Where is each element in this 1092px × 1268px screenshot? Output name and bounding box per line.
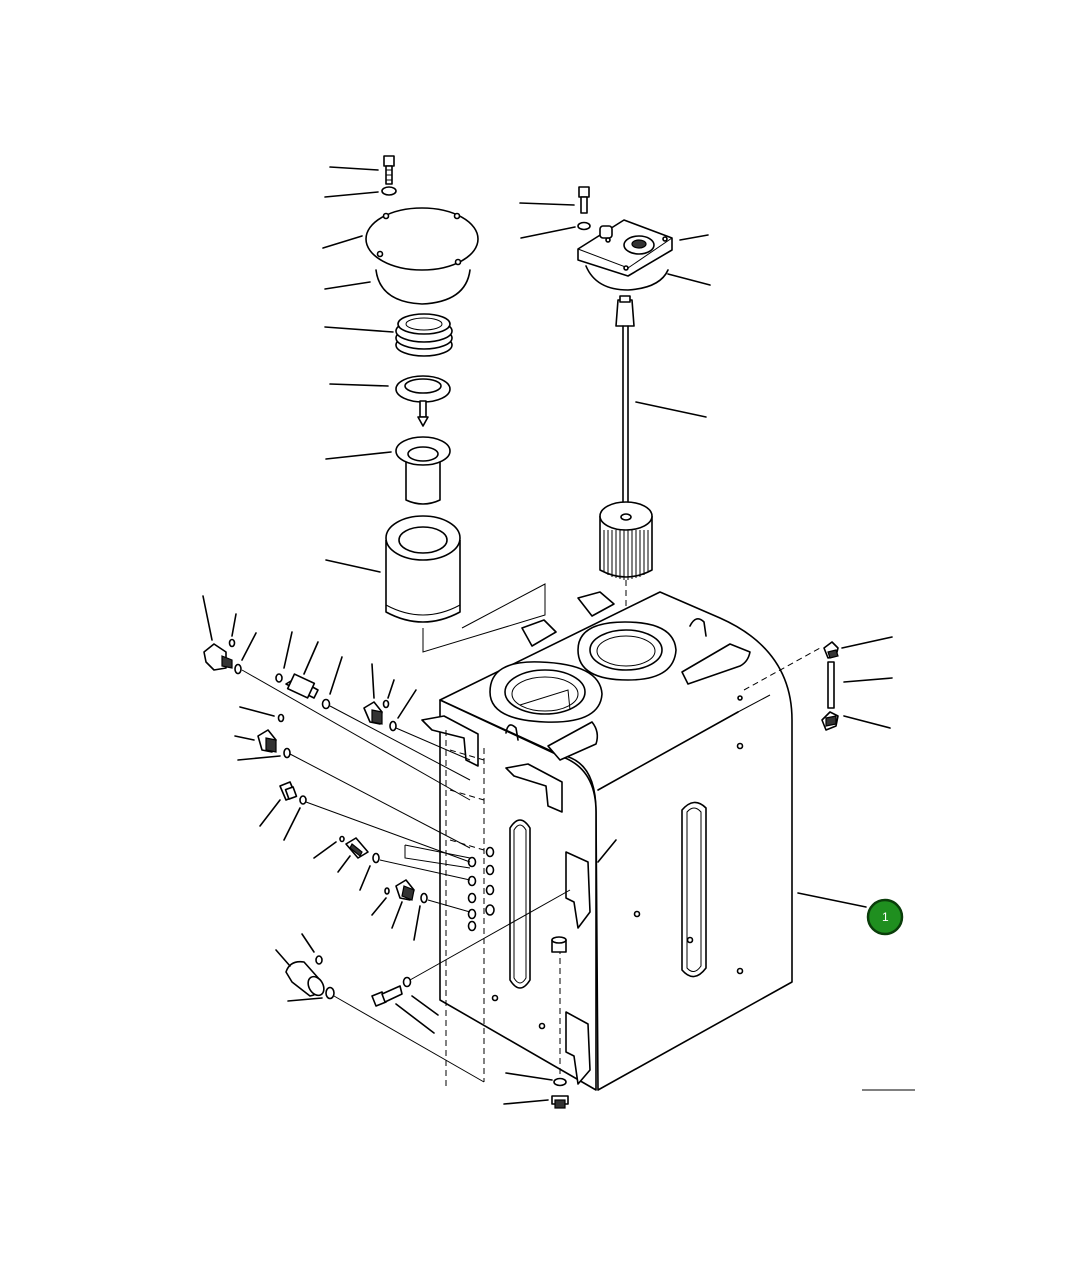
drain-bolt — [551, 1095, 569, 1109]
elbow-fitting-1 — [203, 643, 233, 671]
port-plug-1 — [279, 781, 298, 801]
large-elbow-fitting — [285, 960, 325, 997]
left-fittings — [202, 595, 485, 1083]
tank-suction-port — [489, 661, 603, 723]
gauge-elbow-bottom — [821, 711, 839, 731]
gauge-elbow-top — [823, 641, 839, 659]
callout-circle[interactable] — [866, 898, 904, 936]
small-adapter — [345, 837, 369, 859]
callout-1[interactable]: 1 — [866, 898, 904, 936]
hydraulic-tank — [371, 591, 867, 1109]
right-filter-assembly — [519, 186, 711, 630]
return-filter-element — [599, 501, 653, 580]
tank-return-port — [577, 621, 677, 681]
head-bolt — [578, 186, 590, 214]
filter-element — [385, 515, 461, 623]
level-gauge-tube — [827, 661, 835, 709]
elbow-fitting-3 — [257, 729, 277, 753]
tank-handle — [505, 724, 519, 741]
head-gasket — [585, 265, 669, 291]
right-fittings — [821, 636, 893, 731]
filter-cover-plate — [365, 207, 479, 271]
tank-sight-slot-left — [509, 819, 531, 989]
filter-spring — [395, 313, 453, 357]
elbow-fitting-2 — [363, 701, 383, 725]
tank-side-ports — [467, 846, 495, 932]
straight-adapter — [285, 673, 319, 699]
filter-housing-cup — [395, 436, 451, 505]
bypass-valve — [395, 375, 451, 427]
cover-gasket — [375, 269, 471, 305]
left-filter-assembly — [322, 155, 546, 653]
drain-plug — [551, 936, 567, 953]
filter-head — [577, 219, 673, 277]
cover-washer — [381, 186, 397, 196]
tank-sight-slot-right — [681, 801, 707, 978]
callout-label: 1 — [882, 910, 889, 924]
elbow-fitting-4 — [395, 879, 415, 901]
head-washer — [577, 221, 591, 231]
dipstick — [615, 295, 635, 515]
mounting-bolt — [371, 985, 403, 1007]
cover-bolt — [383, 155, 395, 185]
